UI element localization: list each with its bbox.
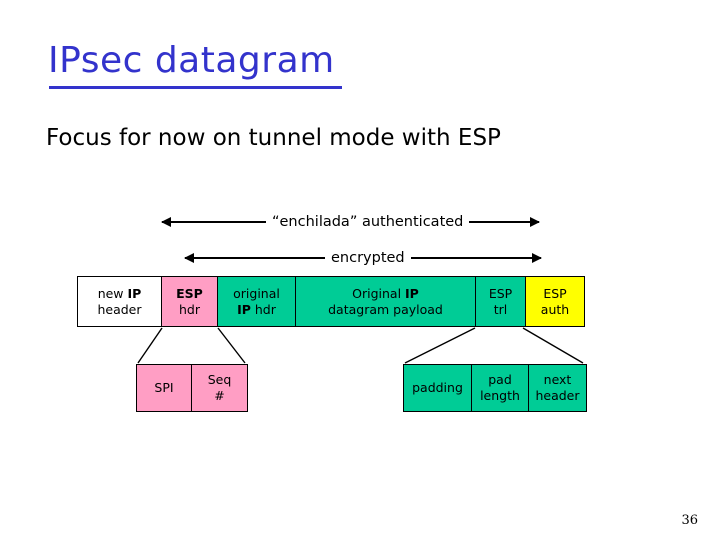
page-title: IPsec datagram <box>48 40 335 81</box>
authenticated-span-annotation: “enchilada” authenticated <box>161 213 541 231</box>
datagram-cell-line1: ESP <box>176 285 203 301</box>
datagram-cell-line1: ESP <box>543 285 567 301</box>
page-number: 36 <box>681 513 698 528</box>
datagram-cell-line2: auth <box>540 301 570 317</box>
datagram-cell-line2: IP hdr <box>237 301 276 317</box>
esp-header-cell: Seq# <box>192 365 247 411</box>
connector-esp-trl-left <box>404 327 476 364</box>
esp-header-detail-strip: SPI Seq# <box>136 364 248 412</box>
encrypted-label: encrypted <box>331 249 405 266</box>
datagram-cell-line1: ESP <box>488 285 513 301</box>
connector-esp-hdr-right <box>217 327 246 364</box>
connector-esp-hdr-left <box>137 327 163 364</box>
esp-trailer-cell-line1: padding <box>412 380 463 396</box>
datagram-cell-line1: original <box>233 285 280 301</box>
datagram-cell-line2: hdr <box>179 301 200 317</box>
esp-trailer-cell: padding <box>404 365 472 411</box>
encrypted-arrow-left <box>184 253 325 263</box>
datagram-cell-line1: Original IP <box>352 285 419 301</box>
esp-trailer-cell-line1: next <box>543 372 572 388</box>
datagram-cell-line1: new IP <box>97 285 142 301</box>
encrypted-arrow-right <box>410 253 542 263</box>
esp-header-cell-line2: # <box>214 388 225 403</box>
datagram-cell-line2: trl <box>493 301 508 317</box>
esp-trailer-cell-line2: header <box>535 388 580 403</box>
esp-header-cell-line1: Seq <box>207 372 232 388</box>
encrypted-span-annotation: encrypted <box>184 249 542 267</box>
esp-trailer-cell-line2: length <box>480 388 520 403</box>
esp-header-cell: SPI <box>137 365 192 411</box>
authenticated-arrow-left <box>161 217 266 227</box>
esp-header-cell-line1: SPI <box>154 380 174 396</box>
title-underline <box>49 86 342 89</box>
datagram-cell-line2: header <box>97 301 142 317</box>
datagram-cell-line2: datagram payload <box>328 301 443 317</box>
subtitle-text: Focus for now on tunnel mode with ESP <box>46 125 501 151</box>
connector-esp-trl-right <box>522 327 584 364</box>
esp-trailer-cell-line1: pad <box>488 372 512 388</box>
authenticated-label: “enchilada” authenticated <box>272 213 464 230</box>
authenticated-arrow-right <box>469 217 541 227</box>
